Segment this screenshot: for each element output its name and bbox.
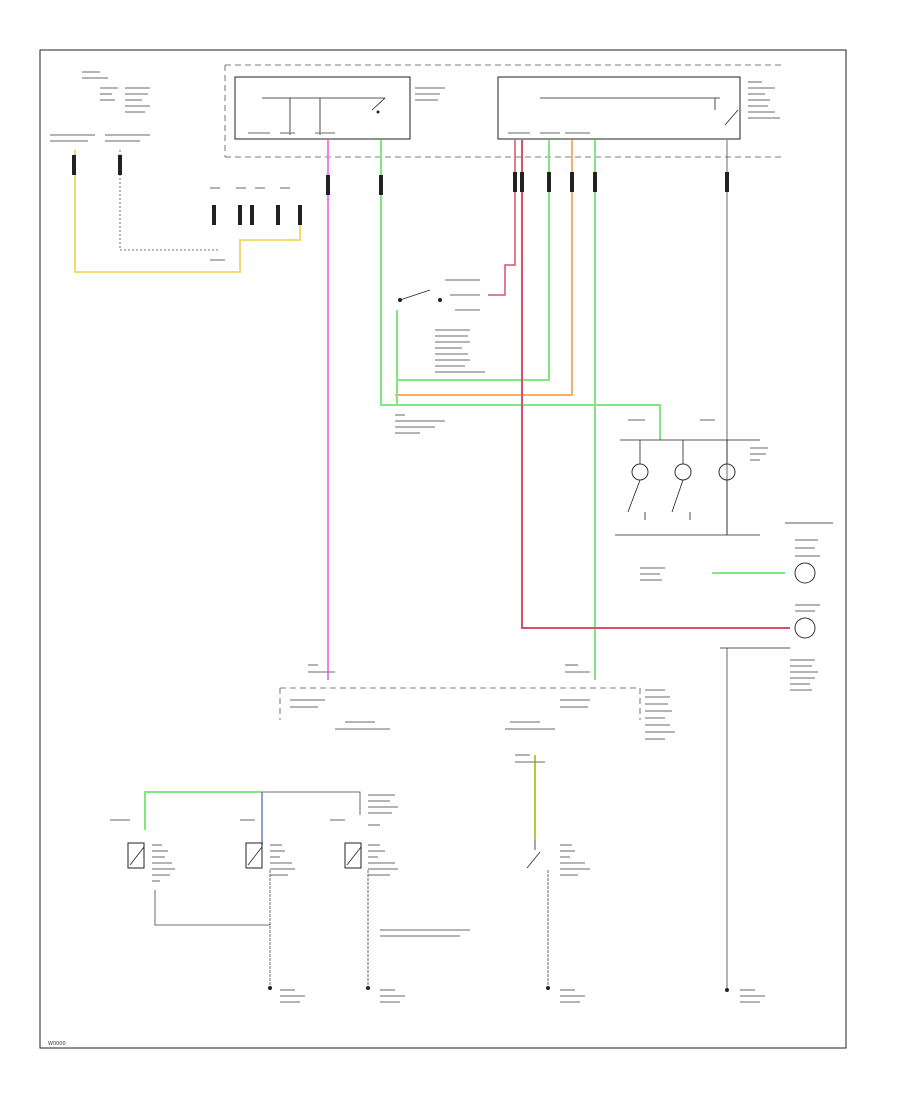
wire-green-bottom-left [144, 791, 262, 830]
connector-pins-upper [72, 155, 729, 225]
door-switch-marks [110, 754, 590, 882]
left-control-module [234, 76, 445, 140]
connector-pin-marks [210, 187, 290, 261]
indicator-lamps-right [640, 522, 833, 639]
wire-green-main [380, 140, 661, 440]
diagram-id-label: W0000 [48, 1041, 66, 1047]
wire-dotted-left [119, 150, 220, 251]
wire-green-right [397, 140, 550, 381]
splice-note-center [395, 414, 445, 434]
wire-yellow [74, 150, 301, 273]
ground-wires-bottom [154, 870, 765, 1003]
diagram-frame [39, 49, 847, 1049]
wire-red-switch [488, 140, 516, 296]
bottom-module-marks [290, 659, 818, 740]
legend-notes [50, 71, 150, 142]
right-control-module [497, 76, 780, 140]
center-switch [398, 279, 485, 373]
wire-red [521, 140, 790, 629]
door-switches [127, 840, 541, 869]
lamp-assembly [615, 419, 768, 536]
wire-orange [395, 140, 573, 396]
wire-grey-bottom [262, 791, 361, 815]
